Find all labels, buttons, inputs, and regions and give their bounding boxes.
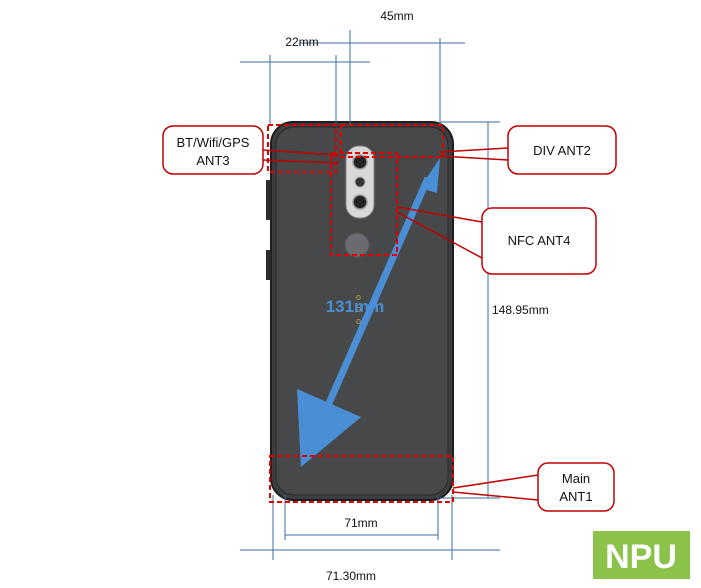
- dim-bottom-inner: 71mm: [344, 516, 377, 530]
- antenna-zones: [267, 124, 454, 503]
- dim-top-width: 45mm: [380, 9, 413, 23]
- svg-text:o: o: [356, 316, 361, 326]
- zone-ant2: [340, 124, 444, 158]
- npu-watermark-logo: NPU: [593, 531, 690, 579]
- flash: [354, 176, 366, 188]
- callout-ant1: Main ANT1: [452, 462, 615, 512]
- svg-text:o: o: [356, 304, 361, 314]
- volume-button: [266, 180, 271, 220]
- ant3-label-line2: ANT3: [196, 153, 229, 168]
- callout-ant2: DIV ANT2: [439, 125, 617, 175]
- diagonal-arrow-up-head: [420, 158, 440, 193]
- fingerprint-sensor: [344, 232, 370, 258]
- zone-ant1: [269, 455, 454, 503]
- dim-camera-offset: 22mm: [285, 35, 318, 49]
- dim-diagonal: 131mm: [326, 297, 385, 316]
- camera-lens-1: [352, 154, 368, 170]
- camera-lens-2: [352, 194, 368, 210]
- dim-bottom-outer: 71.30mm: [326, 569, 376, 583]
- zone-ant3: [267, 124, 337, 173]
- ant1-label-line2: ANT1: [559, 489, 592, 504]
- callout-ant3: BT/Wifi/GPS ANT3: [162, 125, 339, 175]
- dim-height: 148.95mm: [492, 303, 549, 317]
- ant3-label-line1: BT/Wifi/GPS: [177, 135, 250, 150]
- zone-ant4: [330, 152, 398, 256]
- ant4-label: NFC ANT4: [508, 233, 571, 248]
- logo-mark: o: [356, 292, 361, 302]
- diagonal-arrow-down: [297, 176, 432, 468]
- npu-watermark-text: NPU: [605, 538, 677, 576]
- ant1-label-line1: Main: [562, 471, 590, 486]
- ant2-label: DIV ANT2: [533, 143, 591, 158]
- power-button: [266, 250, 271, 280]
- callout-ant4: NFC ANT4: [396, 206, 597, 275]
- dimension-lines: [240, 30, 500, 560]
